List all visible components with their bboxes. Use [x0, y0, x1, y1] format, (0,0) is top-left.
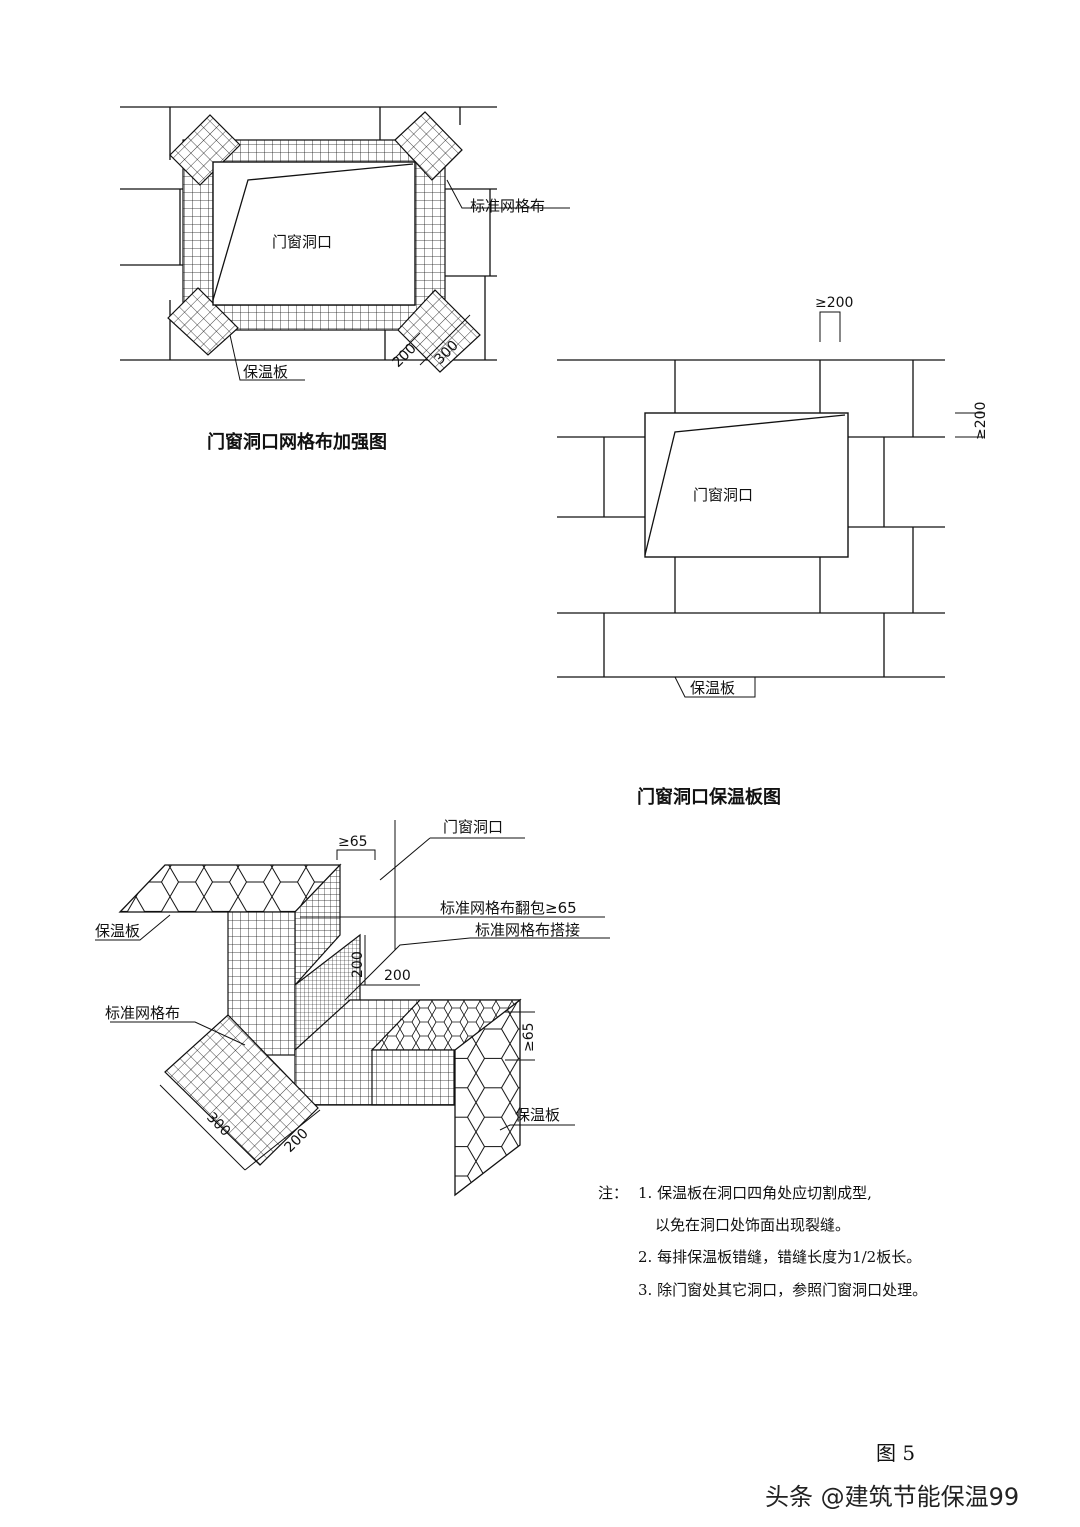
opening-rect-2: [644, 412, 849, 558]
overlap-label: 标准网格布搭接: [475, 921, 580, 939]
board-label-2: 保温板: [690, 679, 735, 697]
mesh-reinforcement-diagram: 门窗洞口 标准网格布 保温板 200 300 门窗洞口网格布加强图: [120, 106, 570, 453]
dim-200-h: 200: [384, 968, 411, 984]
dim-65-right: ≥65: [521, 1022, 537, 1052]
diagonal-mesh-patch: [164, 1014, 319, 1166]
vertical-mesh: [227, 911, 296, 1056]
wrap-label: 标准网格布翻包≥65: [440, 899, 577, 917]
mesh-label: 标准网格布: [470, 197, 545, 215]
notes-block: 注： 1. 保温板在洞口四角处应切割成型, 以免在洞口处饰面出现裂缝。 2. 每…: [598, 1184, 927, 1299]
opening-label: 门窗洞口: [272, 233, 332, 251]
caption-insulation-board: 门窗洞口保温板图: [637, 786, 781, 808]
mesh-label-3: 标准网格布: [105, 1004, 180, 1022]
insulation-board-diagram: 门窗洞口 ≥200 ≥200 保温板 门窗洞口保温板图: [557, 295, 989, 808]
board-label-right: 保温板: [515, 1106, 560, 1124]
dim-200-v: 200: [350, 951, 366, 978]
figure-label: 图 5: [876, 1441, 915, 1465]
caption-mesh-reinforcement: 门窗洞口网格布加强图: [207, 431, 387, 453]
note-line-1b: 以免在洞口处饰面出现裂缝。: [655, 1216, 850, 1234]
right-insulation-board: [454, 998, 521, 1197]
dim-65-top: ≥65: [338, 834, 368, 850]
note-line-2: 2. 每排保温板错缝，错缝长度为1/2板长。: [638, 1248, 921, 1266]
watermark: 头条 @建筑节能保温99: [765, 1483, 1019, 1511]
note-line-1: 1. 保温板在洞口四角处应切割成型,: [638, 1184, 872, 1202]
note-line-3: 3. 除门窗处其它洞口，参照门窗洞口处理。: [638, 1281, 927, 1299]
board-label-left: 保温板: [95, 922, 140, 940]
corner-mesh-patches: [167, 111, 481, 373]
opening-label-3: 门窗洞口: [443, 818, 503, 836]
board-label: 保温板: [243, 363, 288, 381]
dim-top: ≥200: [815, 295, 853, 311]
isometric-corner-diagram: 门窗洞口 ≥65 标准网格布翻包≥65 标准网格布搭接 保温板 标准网格布 保温…: [95, 818, 610, 1197]
opening-label-2: 门窗洞口: [693, 486, 753, 504]
dim-right: ≥200: [973, 402, 989, 440]
board-joint-lines: [120, 106, 497, 361]
board-joint-lines-2: [557, 359, 945, 678]
notes-prefix: 注：: [598, 1184, 628, 1202]
